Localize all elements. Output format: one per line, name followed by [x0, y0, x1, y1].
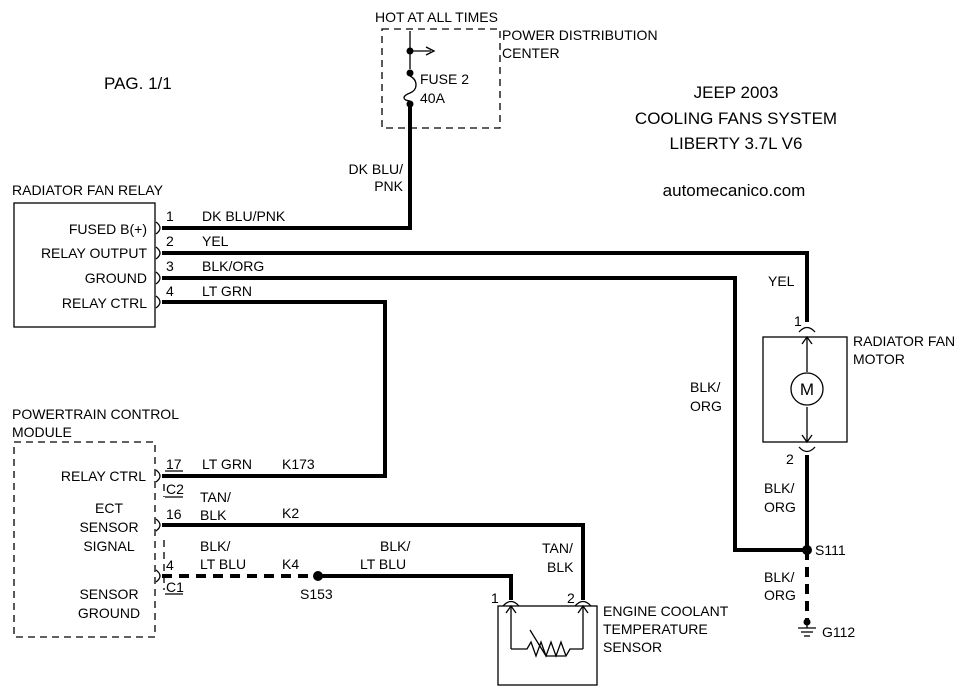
- title-system: COOLING FANS SYSTEM: [635, 109, 837, 128]
- pcm-ect-label-line1: ECT: [95, 500, 123, 516]
- pdc-feed-wire-line1: DK BLU/: [349, 161, 404, 177]
- g112-wire-line1: BLK/: [764, 569, 794, 585]
- relay-pin4-num: 4: [166, 283, 174, 299]
- relay-pin4-wire: LT GRN: [202, 283, 252, 299]
- pcm-pin16-num: 16: [166, 506, 182, 522]
- ect-name-line2: TEMPERATURE: [603, 621, 708, 637]
- pcm-connector-icons: [155, 469, 165, 590]
- motor-name-line1: RADIATOR FAN: [853, 333, 955, 349]
- pcm-ect-label-line3: SIGNAL: [83, 538, 135, 554]
- relay-ground-wire-line2: ORG: [690, 398, 722, 414]
- ect-sensor-box: [497, 605, 598, 686]
- motor-ground-wire-line2: ORG: [764, 499, 796, 515]
- pcm-title-line1: POWERTRAIN CONTROL: [12, 406, 179, 422]
- sensor-signal-wire-line1: TAN/: [542, 540, 573, 556]
- fuse-icon: [403, 69, 417, 108]
- ect-pin2-num: 2: [567, 590, 575, 606]
- motor-lead-icon: [801, 335, 813, 444]
- fuse-rating: 40A: [420, 90, 446, 106]
- relay-pin2-wire: YEL: [202, 233, 229, 249]
- thermistor-icon: [505, 604, 589, 658]
- pdc-name-line1: POWER DISTRIBUTION: [502, 27, 658, 43]
- wire-yel: [162, 251, 809, 322]
- motor-icon: [790, 372, 824, 406]
- pcm-relay-ctrl-label: RELAY CTRL: [61, 468, 146, 484]
- ect-name-line1: ENGINE COOLANT: [603, 603, 729, 619]
- wire-lt-grn: [162, 300, 387, 478]
- circuit-k4-label: K4: [282, 556, 299, 572]
- splice-s111-label: S111: [815, 542, 846, 558]
- fuse-name: FUSE 2: [420, 71, 469, 87]
- s153-wire-line1: BLK/: [380, 538, 410, 554]
- pcm-pin4-num: 4: [166, 557, 174, 573]
- pcm-title-line2: MODULE: [12, 424, 72, 440]
- splice-s153-label: S153: [300, 586, 333, 602]
- relay-pin2-label: RELAY OUTPUT: [41, 245, 148, 261]
- pcm-conn-c1: C1: [166, 579, 184, 595]
- ect-pin1-num: 1: [491, 590, 499, 606]
- relay-connector-icons: [155, 221, 161, 309]
- ect-connector-icons: [502, 600, 592, 607]
- ect-name-line3: SENSOR: [603, 639, 662, 655]
- motor-ground-wire-line1: BLK/: [764, 480, 794, 496]
- ground-g112-label: G112: [822, 624, 855, 640]
- relay-pin3-num: 3: [166, 258, 174, 274]
- title-make-year: JEEP 2003: [694, 83, 779, 102]
- pdc-feed-wire-line2: PNK: [374, 178, 403, 194]
- relay-pin3-wire: BLK/ORG: [202, 258, 264, 274]
- pdc-hot-label: HOT AT ALL TIMES: [375, 9, 498, 25]
- lt-grn-wire-label: LT GRN: [202, 456, 252, 472]
- wire-tan-blk: [162, 523, 585, 600]
- pcm-conn-c2: C2: [166, 481, 184, 497]
- relay-title: RADIATOR FAN RELAY: [12, 182, 164, 198]
- sensor-signal-wire-line2: BLK: [547, 559, 574, 575]
- splice-s153-icon: [313, 571, 323, 581]
- pcm-pin17-num: 17: [166, 456, 182, 472]
- motor-pin1-num: 1: [794, 313, 802, 329]
- pcm-ect-label-line2: SENSOR: [79, 519, 138, 535]
- relay-ground-wire-line1: BLK/: [690, 379, 720, 395]
- relay-pin1-wire: DK BLU/PNK: [202, 208, 286, 224]
- relay-pin2-num: 2: [166, 233, 174, 249]
- pdc-box: [381, 28, 501, 129]
- pdc-name-line2: CENTER: [502, 45, 560, 61]
- pdc-bus-icon: [406, 31, 436, 69]
- motor-pin1-connector-icon: [798, 326, 816, 333]
- pcm-sensor-ground-line1: SENSOR: [79, 586, 138, 602]
- motor-box: [762, 336, 848, 443]
- relay-pin1-label: FUSED B(+): [69, 221, 147, 237]
- wire-blk-org-relay-ground: [162, 276, 807, 552]
- page-label: PAG. 1/1: [104, 74, 172, 93]
- blk-lt-blu-wire-line1: BLK/: [200, 538, 230, 554]
- g112-wire-line2: ORG: [764, 587, 796, 603]
- motor-symbol: M: [800, 380, 814, 399]
- motor-name-line2: MOTOR: [853, 351, 905, 367]
- motor-pin2-num: 2: [786, 451, 794, 467]
- wire-blk-lt-blu: [318, 574, 513, 600]
- tan-blk-wire-line1: TAN/: [200, 489, 231, 505]
- circuit-k173-label: K173: [282, 456, 315, 472]
- motor-feed-wire-label: YEL: [768, 273, 795, 289]
- circuit-k2-label: K2: [282, 505, 299, 521]
- relay-pin1-num: 1: [166, 208, 174, 224]
- site-label: automecanico.com: [663, 181, 806, 200]
- relay-box: [13, 202, 156, 328]
- relay-pin3-label: GROUND: [85, 270, 147, 286]
- title-model: LIBERTY 3.7L V6: [670, 134, 803, 153]
- relay-pin4-label: RELAY CTRL: [62, 295, 147, 311]
- pcm-sensor-ground-line2: GROUND: [78, 605, 140, 621]
- splice-s111-icon: [802, 545, 812, 555]
- motor-pin2-connector-icon: [798, 446, 816, 453]
- wire-dk-blu-pnk: [162, 104, 412, 230]
- ground-g112-icon: [798, 618, 816, 637]
- blk-lt-blu-wire-line2: LT BLU: [200, 556, 246, 572]
- s153-wire-line2: LT BLU: [360, 556, 406, 572]
- tan-blk-wire-line2: BLK: [200, 507, 227, 523]
